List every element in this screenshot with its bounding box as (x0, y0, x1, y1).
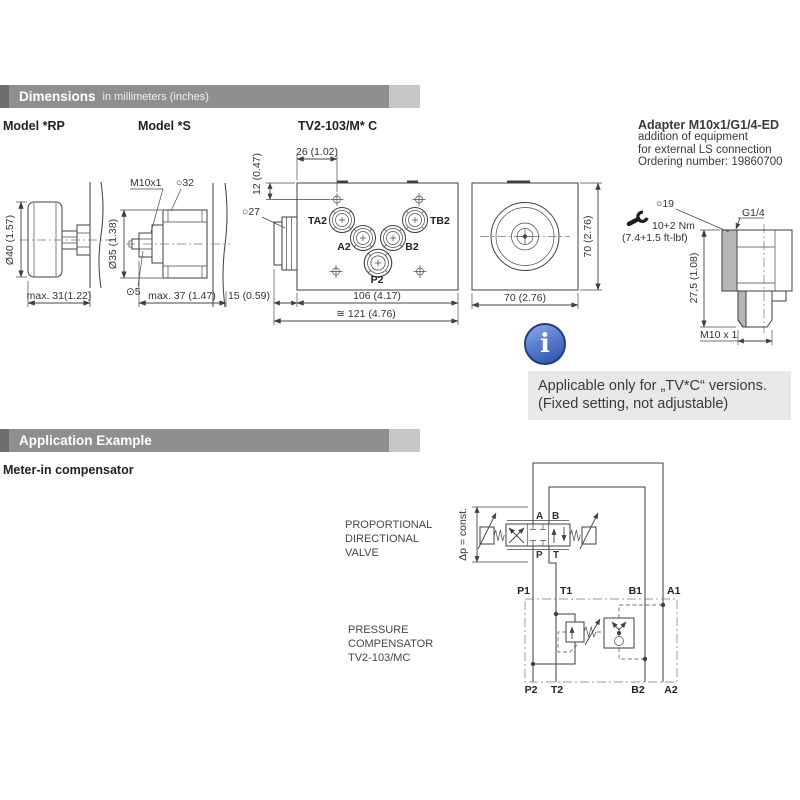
adapter-title: Adapter M10x1/G1/4-ED (638, 118, 780, 132)
info-icon-glyph: i (540, 329, 550, 359)
port-label-a1: A1 (667, 585, 681, 597)
rp-width-dim: max. 31(1.22) (27, 290, 92, 302)
port-a2 (350, 225, 376, 251)
s-width-dim: max. 37 (1.47) (148, 290, 216, 302)
port-label-a2: A2 (664, 684, 678, 696)
port-label-tb2: TB2 (430, 215, 450, 227)
port-label-p1: P1 (517, 585, 530, 597)
s-square-label: ⊙5 (126, 286, 141, 298)
drawing-model-s: M10x1 ○32 Ø35 (1.38) ⊙5 max. 37 (1.47) (107, 177, 230, 308)
s-thread-label: M10x1 (130, 177, 162, 189)
tv2-dim-26: 26 (1.02) (296, 146, 338, 158)
adapter-hex-19: ○19 (656, 198, 674, 210)
note-box: Applicable only for „TV*C“ versions. (Fi… (528, 371, 791, 420)
end-view-width-dim: 70 (2.76) (504, 292, 546, 304)
check-valve-symbol (603, 604, 663, 660)
compensator-caption-line2: COMPENSATOR (348, 638, 433, 650)
valve-port-a: A (536, 511, 543, 522)
tv2-caption: TV2-103/M* C (298, 119, 378, 133)
port-label-t2: T2 (551, 684, 563, 696)
drawing-tv2-top-view: TA2 TB2 A2 B2 P2 26 (1.02) 12 (0.47) ○27… (228, 146, 459, 325)
header-accent-block (0, 429, 9, 452)
port-label-p2: P2 (371, 274, 384, 286)
drawing-adapter: ○19 G1/4 10+2 Nm (7.4+1.5 ft-lbf) 27,5 (… (622, 198, 793, 345)
compensator-boundary (524, 598, 678, 683)
header-end-block (389, 85, 420, 108)
adapter-line3: Ordering number: 19860700 (638, 156, 783, 169)
tv2-dim-121: ≅ 121 (4.76) (336, 308, 396, 320)
hydraulic-schematic: A B P T Δp = const. (345, 462, 681, 696)
port-p2 (363, 248, 393, 278)
compensator-caption-line1: PRESSURE (348, 624, 409, 636)
port-label-t1: T1 (560, 585, 572, 597)
adapter-line2: for external LS connection (638, 143, 772, 156)
tv2-dim-106: 106 (4.17) (353, 290, 401, 302)
mount-hole (330, 192, 344, 207)
rp-diameter-dim: Ø40 (1.57) (4, 215, 16, 265)
valve-port-t: T (553, 550, 559, 561)
tv2-dim-12: 12 (0.47) (251, 153, 263, 195)
s-diameter-dim: Ø35 (1.38) (107, 219, 119, 269)
valve-caption-line1: PROPORTIONAL (345, 519, 432, 531)
mount-hole (412, 192, 426, 207)
note-line2: (Fixed setting, not adjustable) (538, 396, 729, 412)
s-hex-label: ○32 (176, 177, 194, 189)
model-rp-caption: Model *RP (3, 119, 65, 133)
model-s-caption: Model *S (138, 119, 191, 133)
dp-const-label: Δp = const. (457, 508, 469, 561)
wrench-icon (626, 210, 649, 227)
port-b2 (380, 225, 406, 251)
port-tb2 (402, 207, 428, 233)
valve-port-p: P (536, 550, 543, 561)
mount-hole (413, 264, 427, 279)
section-header-application: Application Example (0, 429, 420, 452)
adapter-torque-alt: (7.4+1.5 ft-lbf) (622, 232, 688, 244)
adapter-info: Adapter M10x1/G1/4-ED addition of equipm… (638, 119, 783, 169)
note-line1: Applicable only for „TV*C“ versions. (538, 378, 767, 394)
section-header-dimensions: Dimensions in millimeters (inches) (0, 85, 420, 108)
valve-caption-line3: VALVE (345, 547, 379, 559)
adapter-m10-label: M10 x 1 (700, 329, 738, 341)
port-label-b2: B2 (631, 684, 645, 696)
adapter-line1: addition of equipment (638, 131, 748, 144)
valve-caption-line2: DIRECTIONAL (345, 533, 419, 545)
application-subtitle: Meter-in compensator (3, 463, 134, 477)
header-bar: Dimensions in millimeters (inches) (9, 85, 389, 108)
directional-valve-symbol: A B P T (477, 511, 599, 561)
adapter-torque: 10+2 Nm (652, 220, 695, 232)
section-title: Dimensions (19, 89, 96, 104)
end-view-height-dim: 70 (2.76) (582, 215, 594, 257)
adapter-height-dim: 27,5 (1.08) (688, 253, 700, 304)
header-end-block (389, 429, 420, 452)
valve-port-b: B (552, 511, 559, 522)
adapter-g14-label: G1/4 (742, 207, 765, 219)
tv2-dim-15: 15 (0.59) (228, 290, 270, 302)
compensator-valve-symbol (533, 613, 604, 665)
port-label-p2: P2 (525, 684, 538, 696)
port-label-a2: A2 (337, 241, 351, 253)
header-accent-block (0, 85, 9, 108)
section-title: Application Example (19, 433, 152, 448)
port-label-ta2: TA2 (308, 215, 327, 227)
port-label-b1: B1 (629, 585, 643, 597)
drawing-model-rp: Ø40 (1.57) max. 31(1.22) (4, 181, 112, 307)
port-label-b2: B2 (405, 241, 419, 253)
compensator-caption-line3: TV2-103/MC (348, 652, 410, 664)
header-bar: Application Example (9, 429, 389, 452)
port-ta2 (329, 207, 355, 233)
mount-hole (329, 264, 343, 279)
info-icon: i (524, 323, 566, 365)
drawing-end-view: 70 (2.76) 70 (2.76) (471, 180, 602, 309)
tv2-hex-27: ○27 (242, 206, 260, 218)
section-subtitle: in millimeters (inches) (102, 90, 209, 103)
